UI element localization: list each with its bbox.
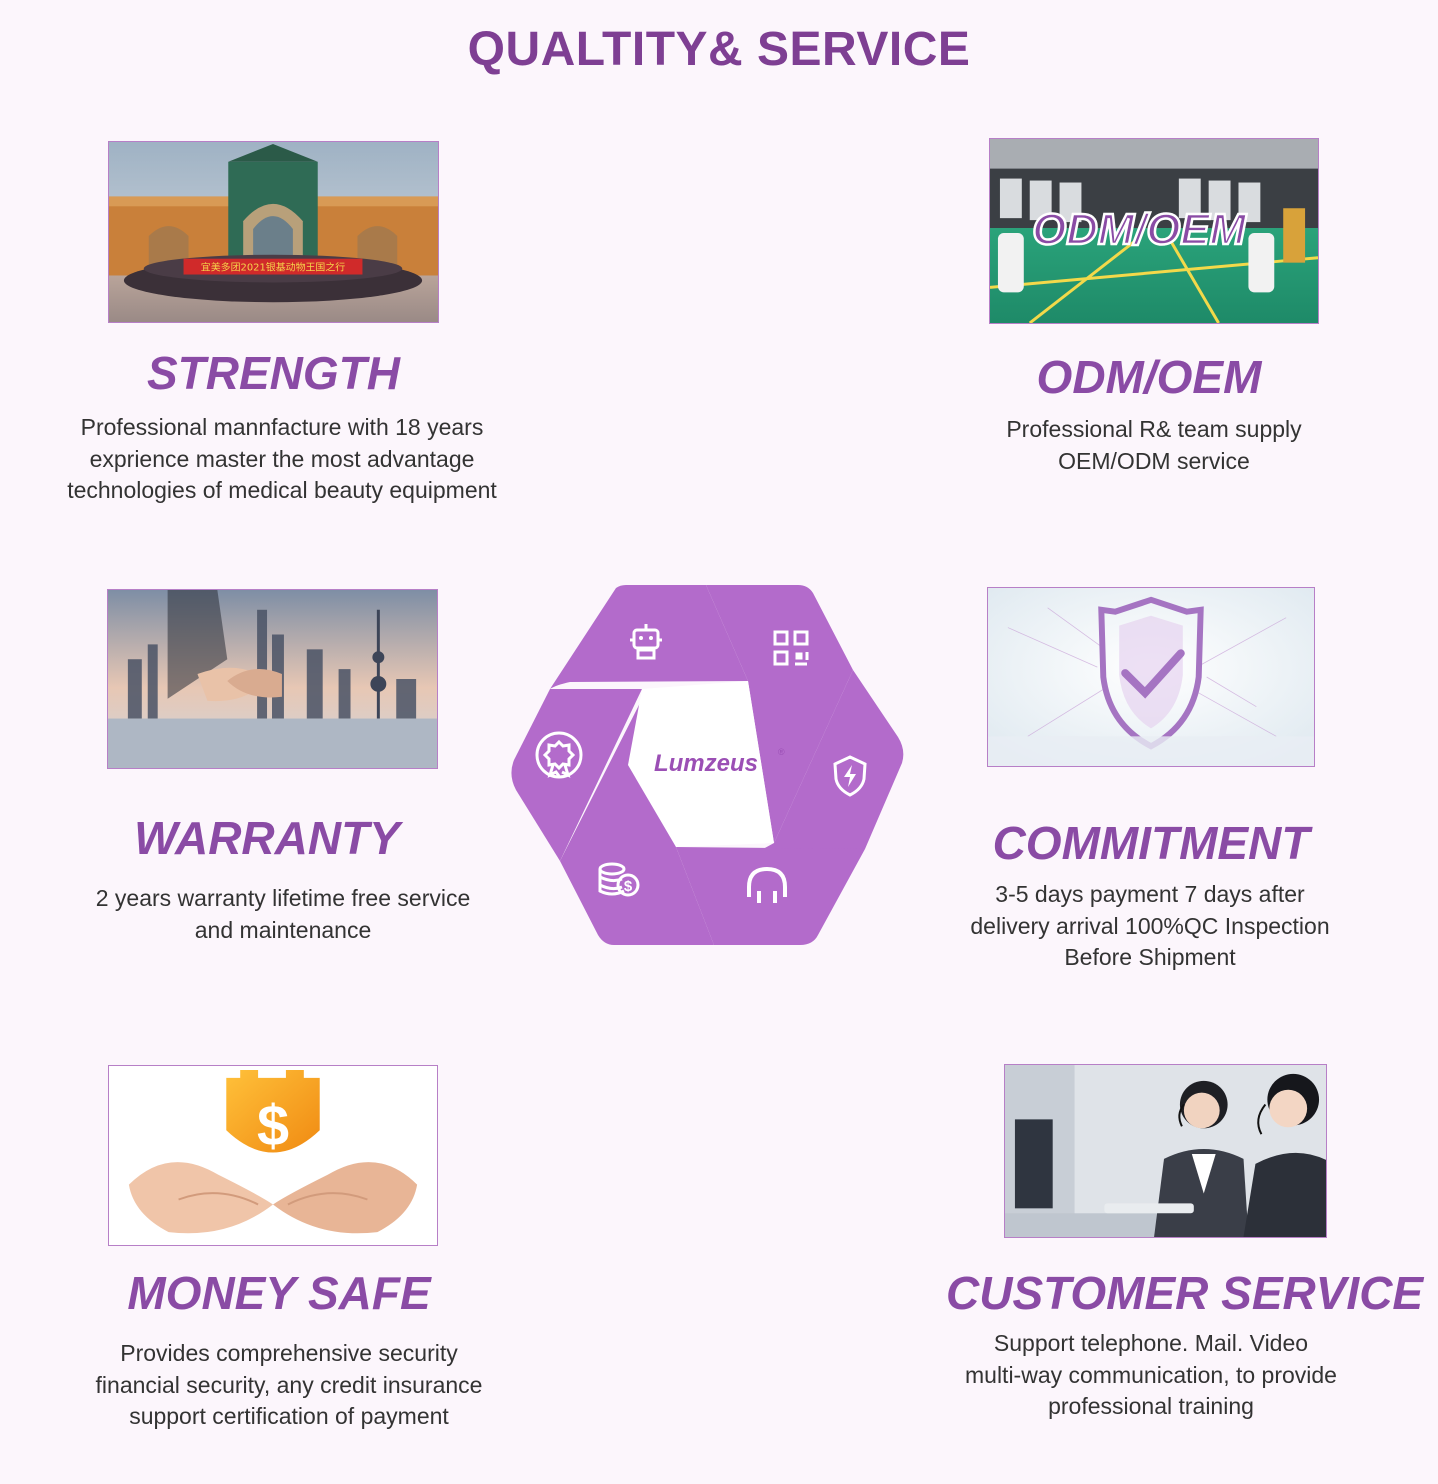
segment-right [763, 670, 904, 849]
commitment-line-1: 3-5 days payment 7 days after [995, 881, 1305, 907]
brand-registered-mark: ® [778, 747, 785, 757]
shield-bolt-icon [833, 755, 867, 797]
hexagon-center-panel [628, 681, 774, 847]
customer-service-photo [1004, 1064, 1327, 1238]
robot-icon [630, 624, 662, 660]
money-safe-line-3: support certification of payment [129, 1403, 449, 1429]
odm-description: Professional R& team supply OEM/ODM serv… [954, 414, 1354, 477]
commitment-description: 3-5 days payment 7 days after delivery a… [930, 879, 1370, 974]
customer-service-line-3: professional training [1048, 1393, 1254, 1419]
brand-logo: Lumzeus [654, 750, 758, 777]
customer-service-line-2: multi-way communication, to provide [965, 1361, 1337, 1388]
customer-service-description: Support telephone. Mail. Video multi-way… [926, 1328, 1376, 1423]
strength-line-3: technologies of medical beauty equipment [67, 477, 497, 503]
segment-left [511, 689, 642, 861]
money-safe-description: Provides comprehensive security financia… [40, 1338, 538, 1433]
segment-top-right [706, 585, 853, 843]
headphones-icon [747, 866, 787, 903]
odm-heading: ODM/OEM [1036, 351, 1262, 403]
coins-icon: $ [598, 862, 640, 897]
strength-line-1: Professional mannfacture with 18 years [80, 414, 484, 440]
warranty-line-2: and maintenance [194, 916, 372, 943]
commitment-line-3: Before Shipment [1064, 944, 1236, 970]
money-safe-line-2: financial security, any credit insurance [95, 1371, 483, 1398]
odm-line-1: Professional R& team supply [1006, 416, 1302, 442]
svg-text:$: $ [624, 878, 633, 895]
warranty-description: 2 years warranty lifetime free service a… [50, 883, 516, 946]
odm-image-overlay: ODM/OEM [1032, 206, 1247, 254]
qr-code-icon [773, 630, 809, 666]
strength-description: Professional mannfacture with 18 years e… [20, 412, 544, 507]
strength-photo: 宜美多团2021银基动物王国之行 [108, 141, 439, 323]
warranty-line-1: 2 years warranty lifetime free service [95, 885, 471, 911]
customer-service-line-1: Support telephone. Mail. Video [993, 1330, 1309, 1356]
page-title: QUALTITY& SERVICE [467, 23, 971, 76]
customer-service-heading: CUSTOMER SERVICE [946, 1267, 1424, 1319]
warranty-heading: WARRANTY [134, 812, 400, 864]
segment-top-left [550, 585, 748, 689]
commitment-heading: COMMITMENT [992, 817, 1310, 869]
strength-line-2: exprience master the most advantage [89, 445, 475, 472]
money-safe-heading: MONEY SAFE [127, 1267, 431, 1319]
strength-banner-text: 宜美多团2021银基动物王国之行 [201, 261, 346, 274]
money-dollar-symbol: $ [257, 1094, 289, 1158]
warranty-photo [107, 589, 438, 769]
strength-heading: STRENGTH [147, 347, 400, 399]
money-safe-photo: $ [108, 1065, 438, 1246]
center-hexagon-diagram: $ Lumzeus ® [511, 585, 904, 945]
odm-line-2: OEM/ODM service [1058, 447, 1250, 474]
commitment-photo [987, 587, 1315, 767]
money-safe-line-1: Provides comprehensive security [120, 1340, 458, 1366]
commitment-line-2: delivery arrival 100%QC Inspection [970, 912, 1330, 939]
award-badge-icon [535, 731, 583, 779]
odm-photo: ODM/OEM [989, 138, 1319, 324]
segment-bottom-right [676, 847, 865, 945]
